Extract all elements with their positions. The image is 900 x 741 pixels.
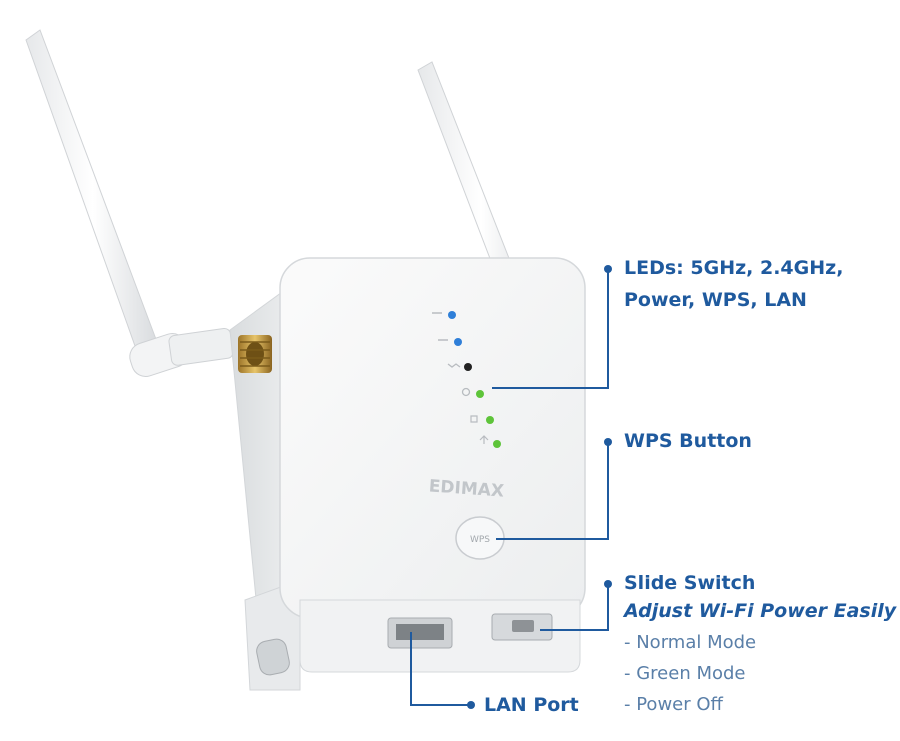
wps-dot	[604, 438, 612, 446]
lan-callout: LAN Port	[484, 694, 579, 716]
power-icon	[447, 363, 461, 368]
leds-callout-line2: Power, WPS, LAN	[624, 289, 807, 311]
antenna-connector	[238, 335, 272, 373]
leds-leader-v	[607, 270, 609, 388]
slide-leader-h	[540, 629, 609, 631]
led-2g	[454, 338, 462, 346]
leds-leader-h	[492, 387, 609, 389]
wifi-icon	[470, 415, 478, 423]
mode-off: - Power Off	[624, 694, 723, 715]
mode-normal: - Normal Mode	[624, 632, 757, 653]
wps-leader-h	[496, 538, 609, 540]
led-power	[464, 363, 472, 371]
slide-switch-drawing	[491, 613, 553, 641]
wps-callout: WPS Button	[624, 430, 752, 452]
leds-dot	[604, 265, 612, 273]
led-panel	[432, 311, 501, 448]
led-5g	[448, 311, 456, 319]
led-lan	[493, 440, 501, 448]
lan-leader-h	[410, 704, 470, 706]
led-wifi	[486, 416, 494, 424]
led-wps	[476, 390, 484, 398]
lan-dot	[467, 701, 475, 709]
wps-button-label: WPS	[470, 535, 490, 545]
slide-leader-v	[607, 584, 609, 631]
slide-switch-callout: Slide Switch	[624, 572, 756, 594]
slide-dot	[604, 580, 612, 588]
slide-switch-subtitle: Adjust Wi-Fi Power Easily	[624, 600, 897, 622]
lan-port-drawing	[387, 617, 453, 649]
leds-callout-line1: LEDs: 5GHz, 2.4GHz,	[624, 257, 844, 279]
wps-leader-v	[607, 442, 609, 540]
left-antenna	[25, 29, 234, 377]
wps-icon	[461, 387, 471, 397]
lan-leader-v	[410, 632, 412, 706]
lan-icon	[479, 435, 489, 444]
mode-green: - Green Mode	[624, 663, 746, 684]
